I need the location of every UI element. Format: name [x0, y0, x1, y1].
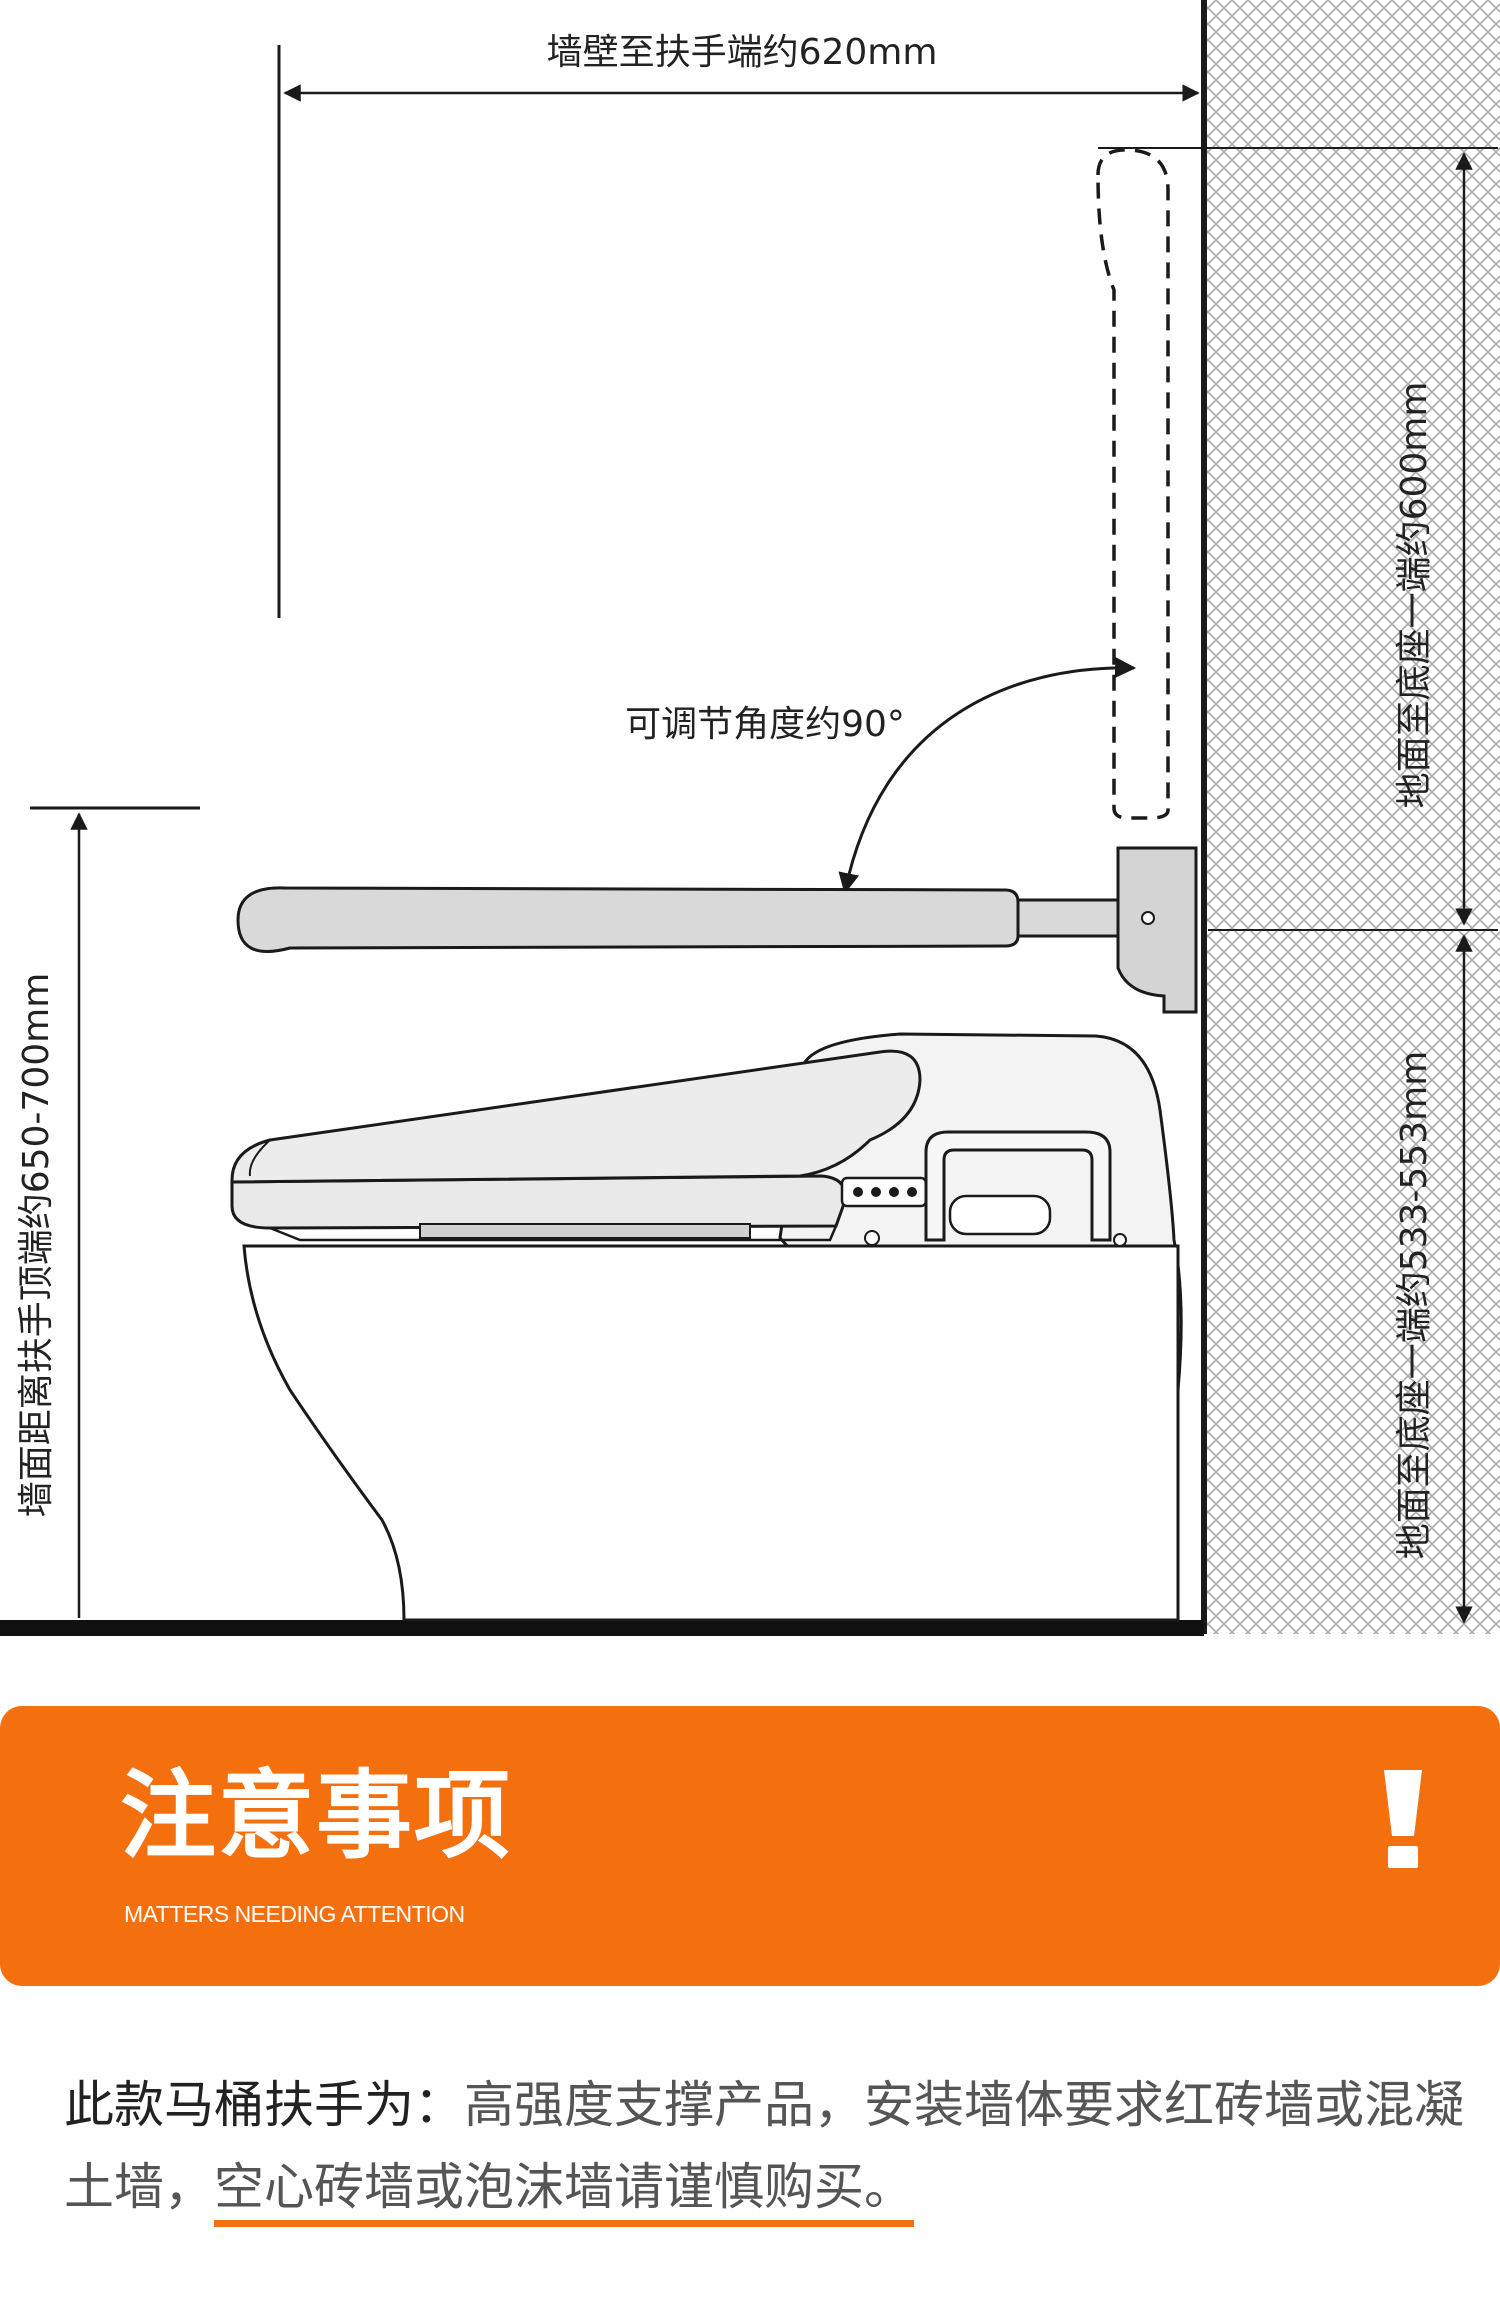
attention-subtitle: MATTERS NEEDING ATTENTION — [124, 1901, 465, 1927]
side-handle-frame — [924, 1130, 1112, 1242]
dim-label-floor-to-base: 地面至底座一端约533-553mm — [1394, 1051, 1435, 1560]
seat-edge — [269, 1225, 838, 1242]
control-dot-1 — [853, 1187, 863, 1197]
dim-label-base-to-top: 地面至底座一端约600mm — [1394, 382, 1435, 809]
wall-mount-bracket — [1116, 846, 1198, 1014]
side-screw-2 — [1113, 1233, 1127, 1247]
notice-text: 此款马桶扶手为：高强度支撑产品，安装墙体要求红砖墙或混凝土墙，空心砖墙或泡沫墙请… — [64, 2064, 1464, 2228]
wall-hatch — [1204, 0, 1500, 1634]
toilet-bowl — [242, 1244, 1180, 1622]
dim-label-wall-to-rail-end: 墙壁至扶手端约620mm — [547, 32, 938, 73]
adjust-angle-label: 可调节角度约90° — [625, 704, 905, 745]
lid-edge — [248, 1139, 271, 1177]
attention-title: 注意事项 — [120, 1760, 512, 1872]
raised-rail-outline — [1096, 148, 1170, 820]
notice-body: 高强度支撑产品，安装墙体要求红砖墙或混凝土墙， — [64, 2076, 1464, 2216]
toilet-lid — [230, 1049, 922, 1184]
rail-stem — [1016, 898, 1122, 938]
side-handle-pad — [948, 1194, 1052, 1236]
seat-hinge-band — [419, 1223, 751, 1239]
attention-banner — [0, 1706, 1500, 1986]
control-dot-4 — [907, 1187, 917, 1197]
toilet-seat — [230, 1174, 848, 1230]
bracket-screw — [1141, 911, 1155, 925]
control-dot-3 — [889, 1187, 899, 1197]
dim-label-floor-to-rail-top: 墙面距离扶手顶端约650-700mm — [16, 973, 57, 1518]
side-screw-1 — [864, 1230, 880, 1246]
exclamation-icon — [1384, 1770, 1422, 1868]
rotation-arc — [838, 657, 1137, 895]
control-dot-2 — [871, 1187, 881, 1197]
notice-lead: 此款马桶扶手为： — [64, 2076, 464, 2134]
notice-warning: 空心砖墙或泡沫墙请谨慎购买。 — [214, 2158, 914, 2216]
grab-bar-installation-diagram: 墙壁至扶手端约620mm 地面至底座一端约600mm 地面至底座一端约533-5… — [0, 0, 1500, 1636]
grab-rail — [236, 886, 1020, 953]
